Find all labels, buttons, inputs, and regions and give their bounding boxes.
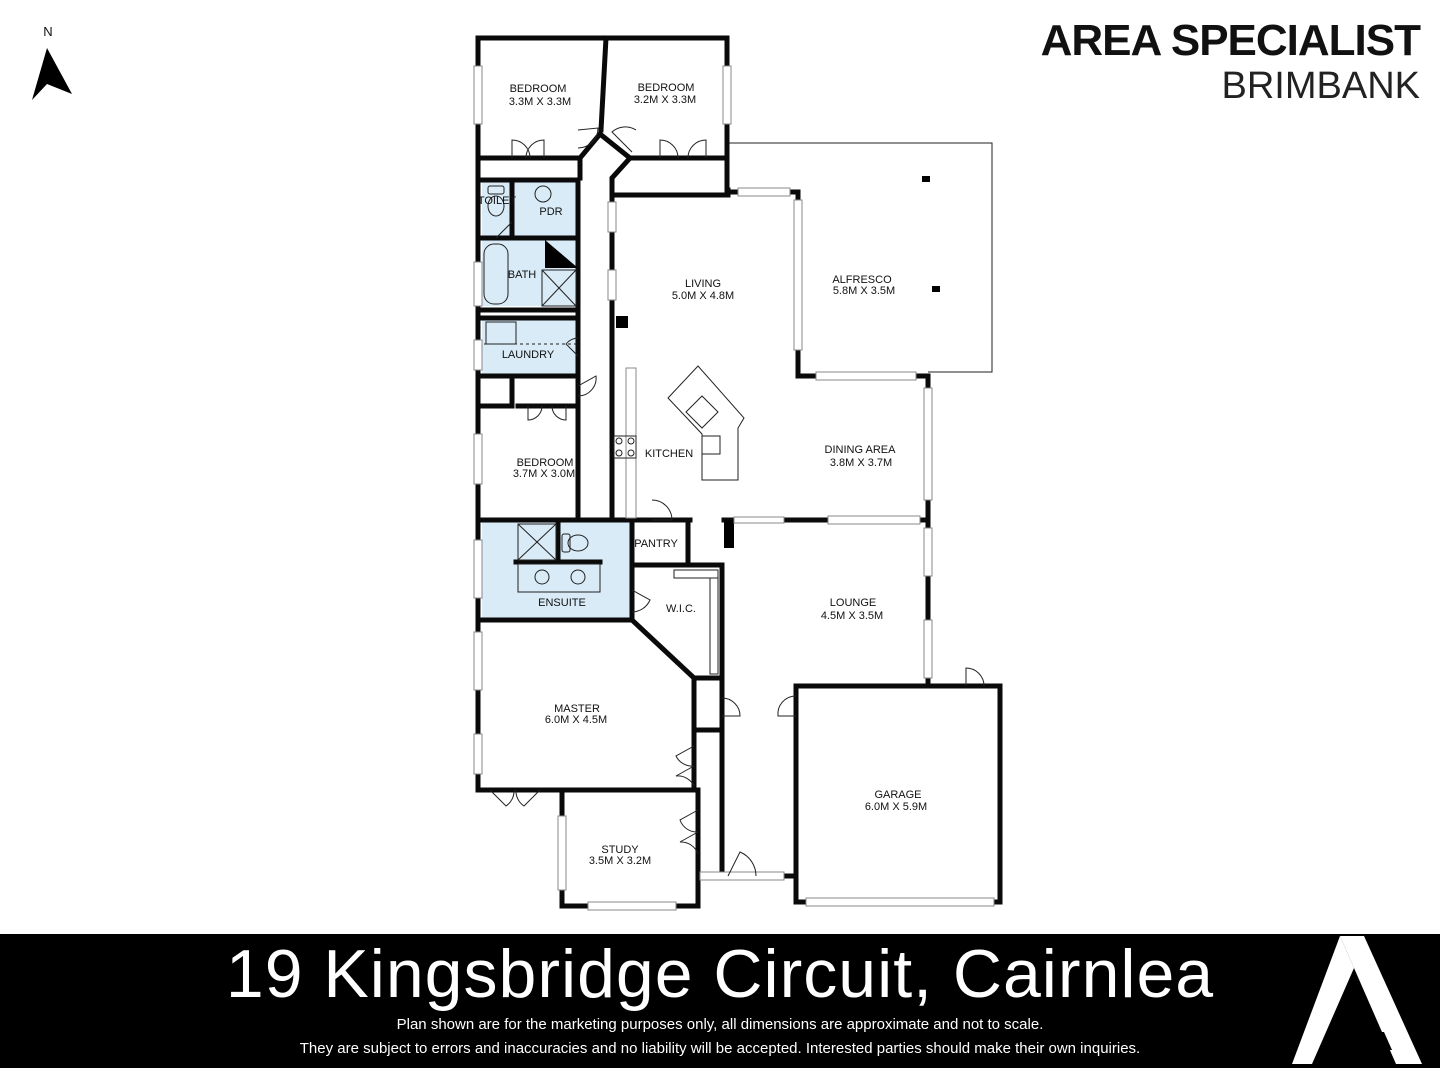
label-garage: GARAGE — [874, 789, 921, 801]
label-bedroom-mid: BEDROOM — [517, 457, 574, 469]
windows — [473, 65, 995, 911]
label-pdr: PDR — [539, 206, 562, 218]
dims-master: 6.0M X 4.5M — [545, 714, 607, 726]
label-master: MASTER — [554, 703, 600, 715]
brand-logo: AREA SPECIALIST BRIMBANK — [1020, 16, 1421, 107]
label-study: STUDY — [601, 844, 639, 856]
floor-plan: BEDROOM 3.3M X 3.3M BEDROOM 3.2M X 3.3M … — [473, 35, 1003, 911]
footer-banner: 19 Kingsbridge Circuit, Cairnlea Plan sh… — [0, 934, 1440, 1068]
dims-garage: 6.0M X 5.9M — [865, 801, 927, 813]
dims-living: 5.0M X 4.8M — [672, 290, 734, 302]
room-labels: BEDROOM 3.3M X 3.3M BEDROOM 3.2M X 3.3M … — [478, 82, 927, 867]
label-pantry: PANTRY — [634, 538, 678, 550]
label-living: LIVING — [685, 278, 721, 290]
label-toilet: TOILET — [478, 195, 517, 207]
dims-study: 3.5M X 3.2M — [589, 855, 651, 867]
north-compass: N — [28, 24, 78, 104]
brand-name: AREA SPECIALIST — [1040, 16, 1421, 65]
north-arrow-icon — [32, 48, 72, 100]
north-label: N — [43, 24, 53, 39]
brand-area: BRIMBANK — [1221, 65, 1420, 107]
label-bath: BATH — [508, 269, 537, 281]
dims-alfresco: 5.8M X 3.5M — [833, 285, 895, 297]
label-wic: W.I.C. — [666, 603, 696, 615]
label-bedroom-ne: BEDROOM — [638, 82, 695, 94]
label-alfresco: ALFRESCO — [832, 274, 892, 286]
dims-dining: 3.8M X 3.7M — [830, 457, 892, 469]
label-kitchen: KITCHEN — [645, 448, 693, 460]
dims-bedroom-nw: 3.3M X 3.3M — [509, 96, 571, 108]
disclaimer-line-1: Plan shown are for the marketing purpose… — [396, 1016, 1044, 1033]
label-ensuite: ENSUITE — [538, 597, 586, 609]
disclaimer-line-2: They are subject to errors and inaccurac… — [299, 1040, 1141, 1057]
property-address: 19 Kingsbridge Circuit, Cairnlea — [225, 936, 1215, 1012]
label-dining: DINING AREA — [825, 444, 897, 456]
dims-lounge: 4.5M X 3.5M — [821, 610, 883, 622]
brand-mark-icon — [1292, 936, 1422, 1064]
label-laundry: LAUNDRY — [502, 349, 555, 361]
dims-bedroom-mid: 3.7M X 3.0M — [513, 468, 575, 480]
label-lounge: LOUNGE — [830, 597, 876, 609]
dims-bedroom-ne: 3.2M X 3.3M — [634, 94, 696, 106]
fixtures — [483, 185, 745, 675]
alfresco-outline — [728, 142, 993, 373]
label-bedroom-nw: BEDROOM — [510, 83, 567, 95]
door-swings — [489, 126, 985, 877]
